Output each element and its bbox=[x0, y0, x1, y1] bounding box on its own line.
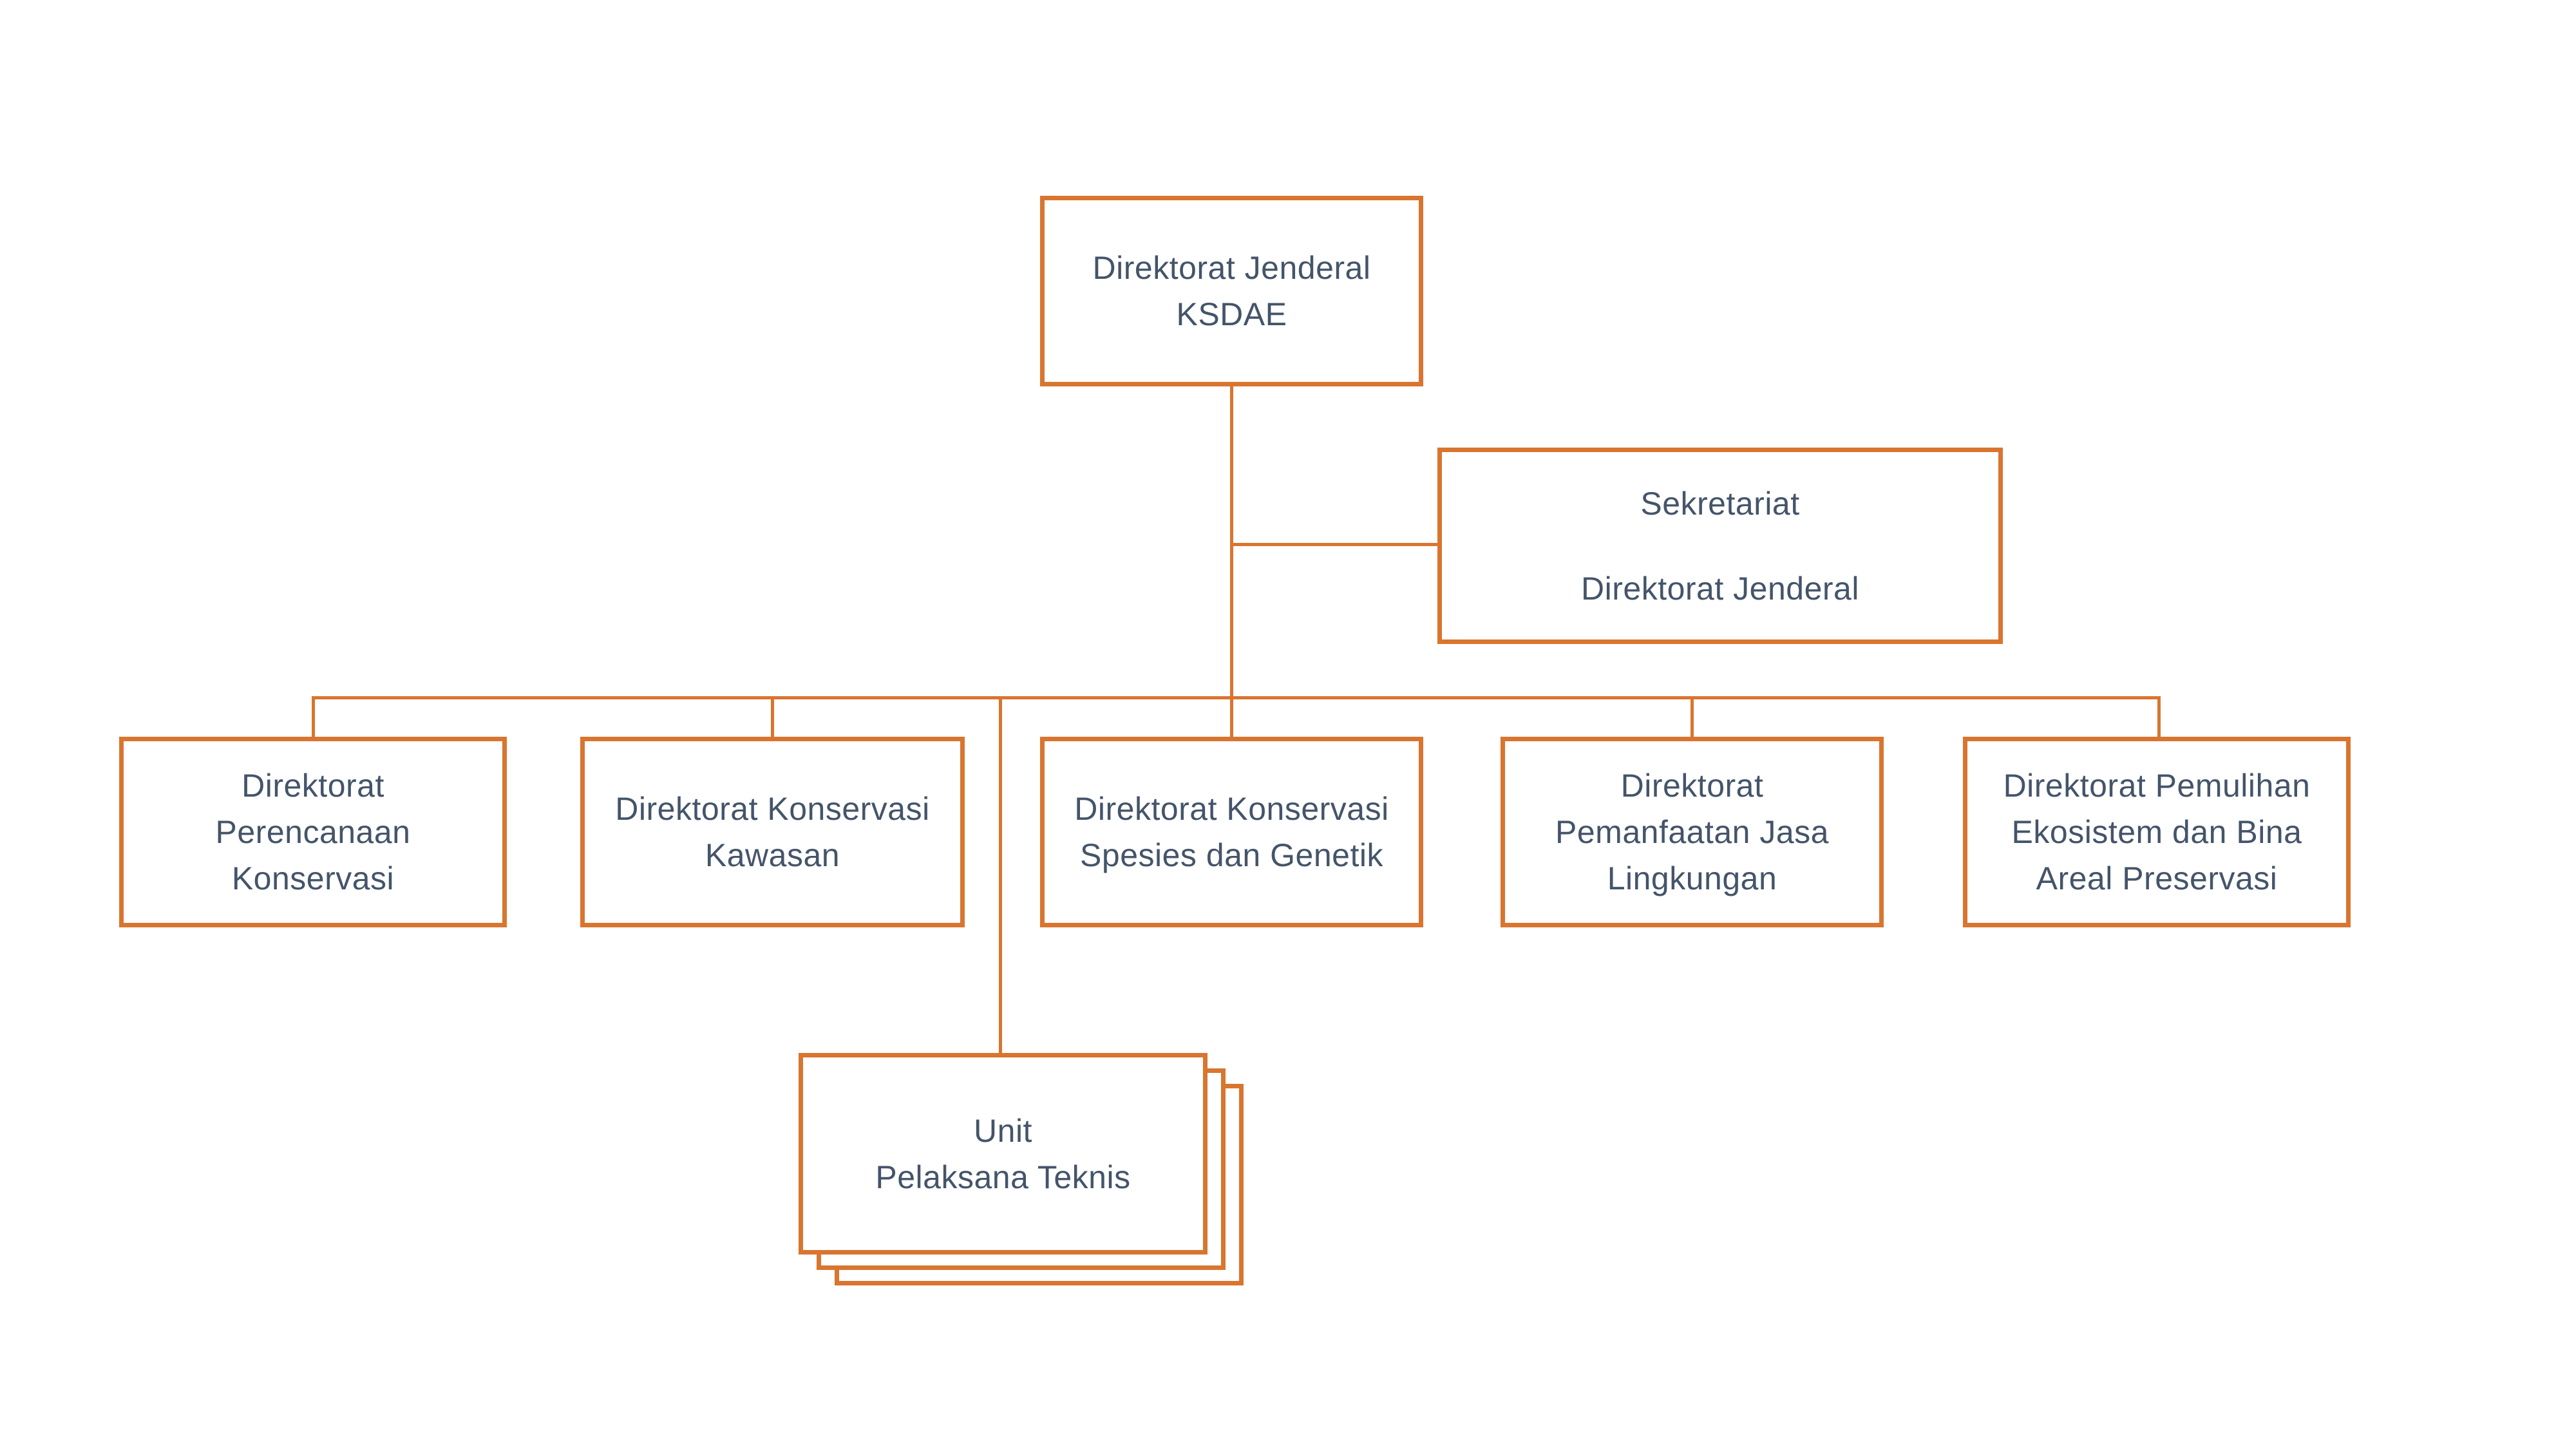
connector-drop-kawasan bbox=[771, 696, 774, 737]
org-node-direktorat-pemanfaatan-jasa-lingkungan: Direktorat Pemanfaatan Jasa Lingkungan bbox=[1501, 737, 1884, 927]
connector-drop-unit-pelaksana-teknis bbox=[999, 696, 1002, 1053]
node-label: Direktorat Konservasi Spesies dan Geneti… bbox=[1074, 791, 1389, 873]
node-label-bottom: Direktorat Jenderal bbox=[1581, 570, 1859, 607]
org-node-unit-pelaksana-teknis: Unit Pelaksana Teknis bbox=[799, 1053, 1208, 1255]
node-label: Direktorat Perencanaan Konservasi bbox=[215, 768, 411, 896]
org-node-direktorat-konservasi-spesies-genetik: Direktorat Konservasi Spesies dan Geneti… bbox=[1040, 737, 1423, 927]
org-node-direktorat-konservasi-kawasan: Direktorat Konservasi Kawasan bbox=[580, 737, 965, 927]
node-label: Direktorat Pemanfaatan Jasa Lingkungan bbox=[1555, 768, 1829, 896]
org-node-direktorat-perencanaan-konservasi: Direktorat Perencanaan Konservasi bbox=[119, 737, 507, 927]
connector-root-trunk bbox=[1230, 385, 1233, 737]
node-label: Direktorat Konservasi Kawasan bbox=[615, 791, 930, 873]
connector-drop-jasa-lingkungan bbox=[1690, 696, 1694, 737]
node-label: Unit Pelaksana Teknis bbox=[875, 1112, 1131, 1195]
node-label: Direktorat Pemulihan Ekosistem dan Bina … bbox=[2003, 768, 2311, 896]
org-node-sekretariat: Sekretariat Direktorat Jenderal bbox=[1437, 448, 2003, 644]
connector-distribution-line bbox=[312, 696, 2161, 699]
connector-secretariat-branch bbox=[1230, 543, 1437, 546]
node-label: Direktorat Jenderal KSDAE bbox=[1092, 250, 1371, 332]
connector-drop-pemulihan bbox=[2157, 696, 2161, 737]
org-node-direktorat-pemulihan-ekosistem: Direktorat Pemulihan Ekosistem dan Bina … bbox=[1963, 737, 2351, 927]
connector-drop-perencanaan bbox=[312, 696, 315, 737]
node-label-top: Sekretariat bbox=[1640, 485, 1800, 522]
org-node-direktorat-jenderal-ksdae: Direktorat Jenderal KSDAE bbox=[1040, 196, 1423, 386]
